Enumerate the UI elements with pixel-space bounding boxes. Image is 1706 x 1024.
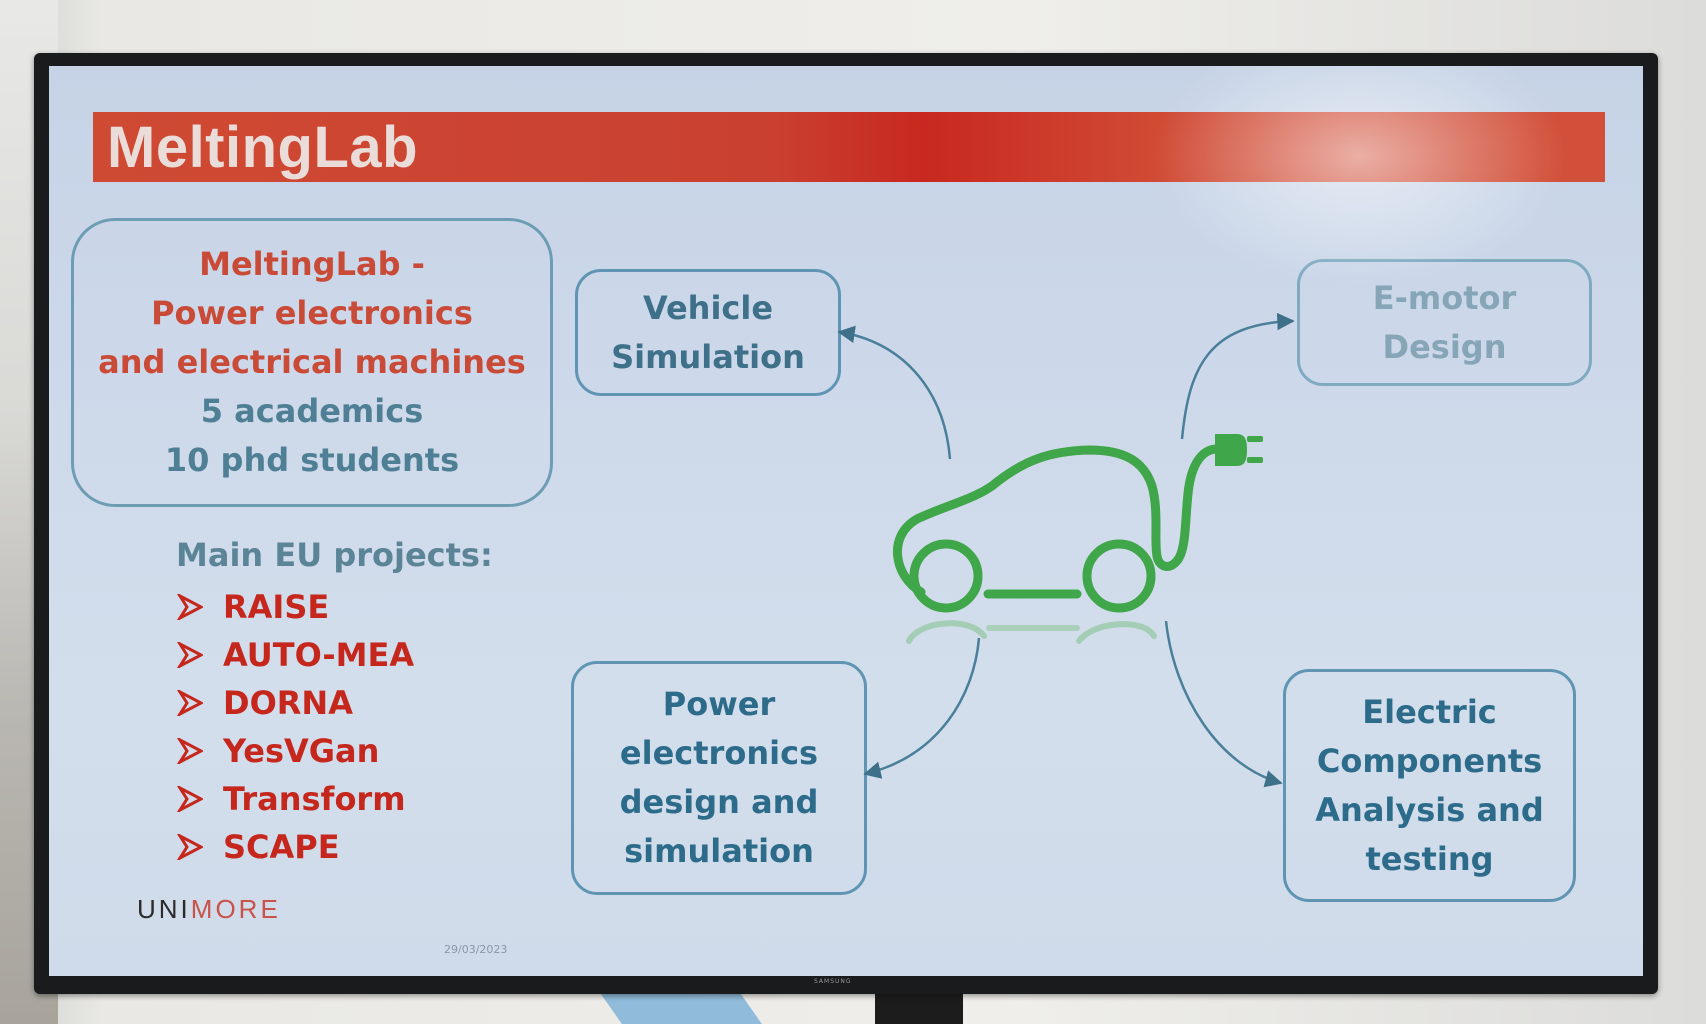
project-name: YesVGan xyxy=(223,732,380,770)
electric-car-icon xyxy=(892,444,1222,644)
arrow-to-power xyxy=(863,637,981,779)
box-line: simulation xyxy=(624,832,814,870)
logo-part-more: MORE xyxy=(190,894,281,924)
monitor-bezel: MeltingLab MeltingLab - Power electronic… xyxy=(34,53,1658,994)
bullet-arrow-icon xyxy=(177,834,203,860)
bullet-arrow-icon xyxy=(177,690,203,716)
bullet-arrow-icon xyxy=(177,642,203,668)
monitor-brand: SAMSUNG xyxy=(814,978,852,985)
slide-screen: MeltingLab MeltingLab - Power electronic… xyxy=(49,66,1643,976)
project-name: RAISE xyxy=(223,588,330,626)
plug-icon xyxy=(1215,434,1263,466)
arrow-to-electric xyxy=(1164,620,1283,788)
slide-date: 29/03/2023 xyxy=(444,943,508,956)
electric-components-box: Electric Components Analysis and testing xyxy=(1283,669,1576,902)
box-line: electronics xyxy=(619,734,819,772)
box-line: Vehicle xyxy=(642,288,774,327)
box-line: Power xyxy=(662,685,776,723)
project-name: Transform xyxy=(223,780,406,818)
logo-part-uni: UNI xyxy=(137,894,191,924)
vehicle-simulation-box: Vehicle Simulation xyxy=(575,269,841,396)
box-line: design and xyxy=(619,783,819,821)
box-line: Design xyxy=(1382,327,1507,366)
box-line: Components xyxy=(1316,741,1543,780)
list-item: Transform xyxy=(177,775,414,823)
box-line: Electric xyxy=(1362,692,1497,731)
list-item: DORNA xyxy=(177,679,414,727)
list-item: AUTO-MEA xyxy=(177,631,414,679)
bullet-arrow-icon xyxy=(177,594,203,620)
box-line: Simulation xyxy=(611,337,805,376)
lab-info-box: MeltingLab - Power electronics and elect… xyxy=(71,218,553,507)
list-item: YesVGan xyxy=(177,727,414,775)
box-line: testing xyxy=(1365,839,1494,878)
bullet-arrow-icon xyxy=(177,786,203,812)
slide-title: MeltingLab xyxy=(107,115,419,180)
project-name: AUTO-MEA xyxy=(223,636,415,674)
diagram-graphics xyxy=(837,312,1295,788)
info-line: 5 academics xyxy=(200,392,424,430)
power-electronics-box: Power electronics design and simulation xyxy=(571,661,867,895)
box-line: Analysis and xyxy=(1315,790,1544,829)
list-item: SCAPE xyxy=(177,823,414,871)
bullet-arrow-icon xyxy=(177,738,203,764)
info-line: MeltingLab - xyxy=(199,245,425,283)
info-line: and electrical machines xyxy=(98,343,526,381)
info-line: 10 phd students xyxy=(164,441,460,479)
project-name: SCAPE xyxy=(223,828,340,866)
projects-heading: Main EU projects: xyxy=(176,536,493,574)
floor-stripe xyxy=(598,990,762,1024)
arrow-to-emotor xyxy=(1180,312,1295,440)
unimore-logo: UNIMORE xyxy=(137,894,281,925)
arrow-to-vehicle xyxy=(837,325,952,460)
screen-glare xyxy=(1149,66,1569,286)
projects-list: RAISE AUTO-MEA DORNA YesVGan Transform S… xyxy=(177,583,414,871)
info-line: Power electronics xyxy=(151,294,473,332)
project-name: DORNA xyxy=(223,684,353,722)
list-item: RAISE xyxy=(177,583,414,631)
